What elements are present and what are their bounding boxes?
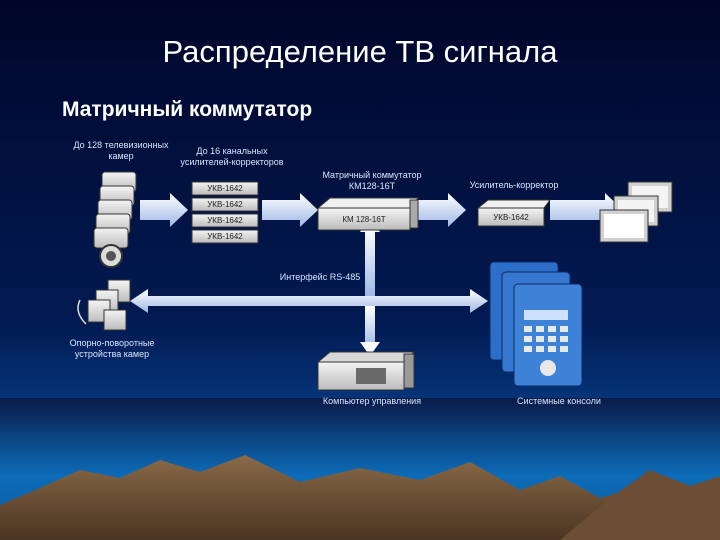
matrix-switch bbox=[316, 197, 420, 231]
amp-model: УКВ-1642 bbox=[493, 213, 529, 222]
monitors bbox=[599, 181, 673, 243]
label-correctors: До 16 канальных усилителей-корректоров bbox=[180, 146, 284, 167]
label-ptz: Опорно-поворотные устройства камер bbox=[69, 338, 155, 359]
camera-stack bbox=[93, 171, 137, 268]
control-computer bbox=[316, 351, 416, 391]
amplifier-device bbox=[476, 199, 551, 227]
system-consoles bbox=[489, 261, 583, 387]
label-consoles: Системные консоли bbox=[517, 396, 601, 406]
corrector-model-1: УКВ-1642 bbox=[207, 184, 243, 193]
corrector-stack bbox=[191, 181, 259, 244]
slide-title: Распределение ТВ сигнала bbox=[162, 34, 558, 69]
label-interface: Интерфейс RS-485 bbox=[279, 272, 361, 282]
label-cameras: До 128 телевизионных камер bbox=[73, 140, 169, 161]
slide-subtitle: Матричный коммутатор bbox=[62, 98, 313, 121]
corrector-model-2: УКВ-1642 bbox=[207, 200, 243, 209]
label-computer: Компьютер управления bbox=[322, 396, 422, 406]
ptz-devices bbox=[77, 279, 131, 331]
label-amp: Усилитель-корректор bbox=[469, 180, 559, 190]
arrow-cameras-to-correctors bbox=[140, 193, 188, 227]
arrow-matrix-to-amp bbox=[418, 193, 466, 227]
label-matrix: Матричный коммутатор КМ128-16Т bbox=[322, 170, 422, 191]
matrix-model: КМ 128-16Т bbox=[342, 215, 386, 224]
rs485-bus bbox=[130, 218, 488, 356]
mountains bbox=[0, 455, 720, 540]
corrector-model-4: УКВ-1642 bbox=[207, 232, 243, 241]
corrector-model-3: УКВ-1642 bbox=[207, 216, 243, 225]
arrow-correctors-to-matrix bbox=[262, 193, 318, 227]
